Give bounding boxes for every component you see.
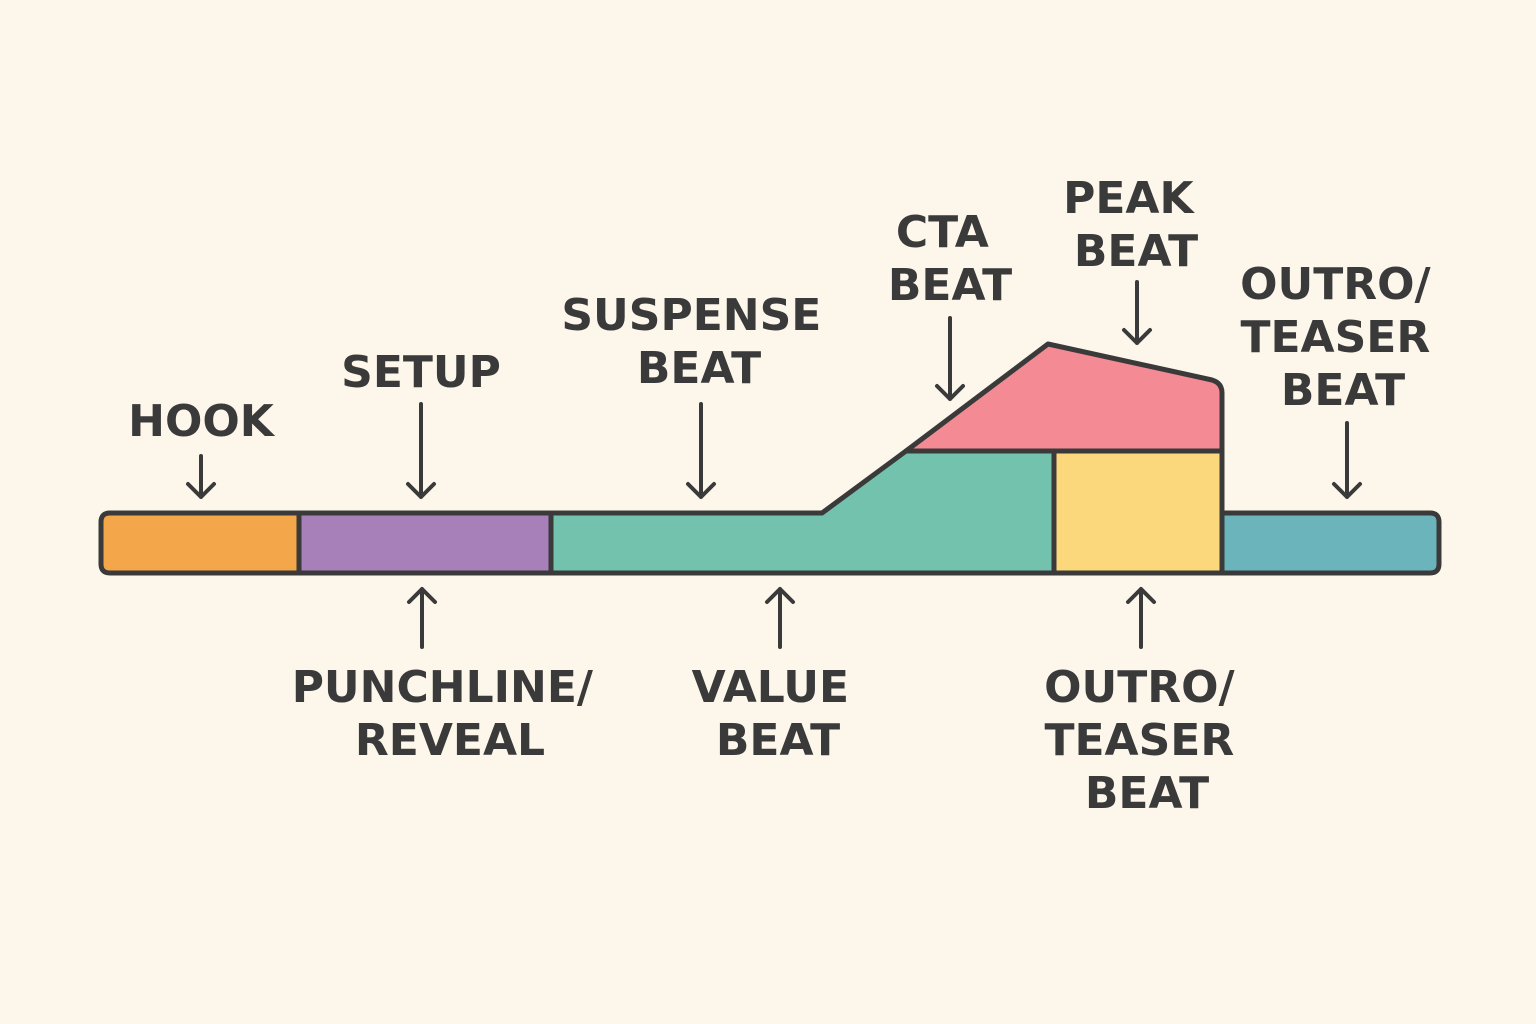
- label-setup: SETUP: [341, 347, 501, 398]
- arrow-outro-bottom: [1126, 587, 1156, 649]
- arrow-outro-top: [1332, 421, 1362, 499]
- segment-setup: [296, 510, 554, 576]
- arrow-cta: [935, 316, 965, 401]
- segment-hook: [98, 510, 302, 576]
- arrow-peak: [1122, 280, 1152, 345]
- label-punchline-reveal: PUNCHLINE/ REVEAL: [292, 662, 609, 766]
- segment-value: [548, 448, 1057, 576]
- arrow-hook: [186, 454, 216, 499]
- segment-peak: [903, 341, 1225, 454]
- label-value-beat: VALUE BEAT: [692, 662, 865, 766]
- label-peak-beat: PEAK BEAT: [1063, 173, 1209, 277]
- segment-outro-teaser: [1051, 448, 1225, 576]
- label-outro-teaser-top: OUTRO/ TEASER BEAT: [1240, 259, 1446, 416]
- label-outro-teaser-bottom: OUTRO/ TEASER BEAT: [1044, 662, 1250, 819]
- arrow-setup: [406, 402, 436, 499]
- arrow-suspense: [686, 402, 716, 499]
- segment-final: [1219, 510, 1442, 576]
- arrow-punchline: [407, 587, 437, 649]
- label-hook: HOOK: [128, 396, 276, 447]
- arrow-value: [765, 587, 795, 649]
- label-cta-beat: CTA BEAT: [888, 207, 1012, 311]
- label-suspense-beat: SUSPENSE BEAT: [561, 290, 836, 394]
